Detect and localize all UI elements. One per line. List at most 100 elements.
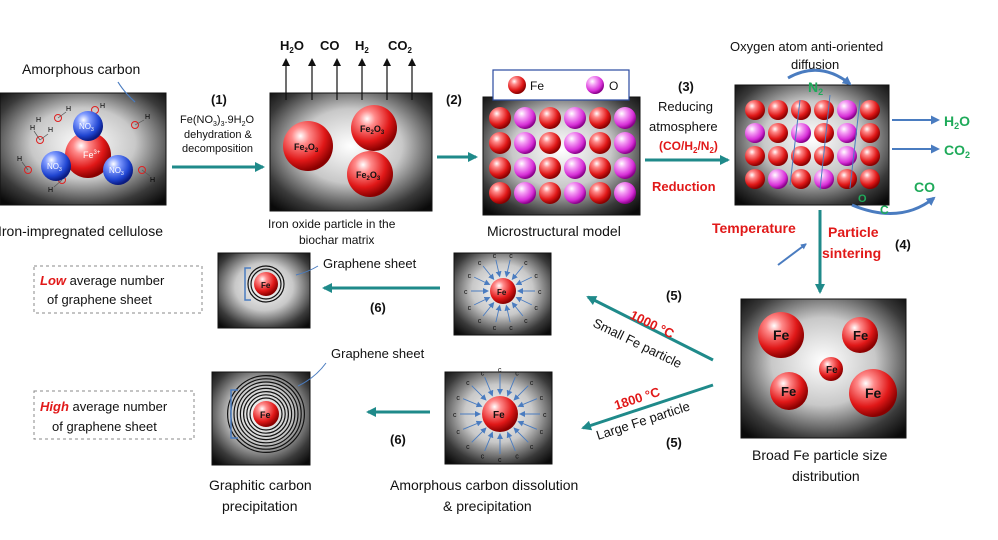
step3-number: (3) bbox=[678, 79, 694, 94]
svg-text:H: H bbox=[100, 103, 105, 110]
carbon-atom-label: c bbox=[468, 305, 472, 312]
graphene-pointer-high bbox=[297, 362, 327, 387]
carbon-atom-label: c bbox=[466, 444, 470, 451]
amorphous-carbon-pointer bbox=[117, 81, 136, 103]
carbon-diffusion-arrow bbox=[515, 276, 533, 286]
svg-text:Fe: Fe bbox=[261, 281, 271, 290]
svg-text:Fe: Fe bbox=[781, 384, 796, 399]
fe-atom bbox=[489, 107, 511, 129]
carbon-diffusion-arrow bbox=[473, 276, 491, 286]
carbon-atom-label: c bbox=[524, 318, 528, 325]
step5-top-arrow bbox=[586, 295, 714, 362]
svg-text:Fe: Fe bbox=[826, 365, 838, 376]
broad-caption-1: Broad Fe particle size bbox=[752, 447, 888, 463]
carbon-diffusion-arrow bbox=[517, 420, 538, 430]
o-atom bbox=[614, 182, 636, 204]
graphene-sheet-ring bbox=[236, 384, 296, 444]
svg-text:Fe2O3: Fe2O3 bbox=[294, 142, 319, 154]
svg-text:H: H bbox=[66, 106, 71, 113]
reduction-label: Reduction bbox=[652, 179, 716, 194]
gas-h2o: H2O bbox=[280, 38, 304, 55]
fe-atom bbox=[539, 107, 561, 129]
n2-flow-arrow bbox=[787, 68, 852, 86]
fe-atom bbox=[745, 100, 765, 120]
carbon-diffusion-arrow bbox=[504, 304, 511, 323]
bracket-low bbox=[244, 267, 251, 301]
fe-atom bbox=[589, 182, 611, 204]
step5-bottom-arrow bbox=[581, 383, 714, 431]
svg-text:H: H bbox=[30, 125, 35, 132]
fe-atom bbox=[589, 132, 611, 154]
o-atom bbox=[814, 169, 834, 189]
graphene-sheet-top-label: Graphene sheet bbox=[323, 256, 417, 271]
carbon-diffusion-arrow bbox=[511, 265, 524, 281]
carbon-diffusion-arrow bbox=[471, 427, 487, 443]
carbon-atom-label: c bbox=[498, 457, 502, 464]
fe-atom bbox=[768, 146, 788, 166]
carbon-atom-label: c bbox=[481, 370, 485, 377]
svg-text:Fe2O3: Fe2O3 bbox=[356, 170, 381, 182]
carbon-diffusion-arrow bbox=[517, 398, 538, 408]
svg-text:H: H bbox=[48, 127, 53, 134]
o-atom bbox=[564, 182, 586, 204]
micro-caption: Microstructural model bbox=[487, 223, 621, 239]
carbon-diffusion-arrow bbox=[484, 431, 494, 452]
gas-co2: CO2 bbox=[388, 38, 413, 55]
svg-text:NO3: NO3 bbox=[109, 166, 124, 177]
fe-atom bbox=[860, 123, 880, 143]
out-co: CO bbox=[914, 179, 935, 195]
o-atom bbox=[614, 132, 636, 154]
carbon-atom-label: c bbox=[493, 325, 497, 332]
carbon-diffusion-arrow bbox=[495, 304, 502, 323]
graphene-sheet-ring bbox=[233, 381, 299, 447]
gas-release-arrows bbox=[282, 58, 416, 100]
broad-fe-particles bbox=[758, 312, 897, 417]
fe-atom bbox=[489, 157, 511, 179]
carbon-diffusion-arrow bbox=[482, 301, 495, 317]
svg-text:Fe: Fe bbox=[865, 385, 882, 401]
svg-text:NO3: NO3 bbox=[47, 162, 62, 173]
o-atom bbox=[745, 123, 765, 143]
gas-h2: H2 bbox=[355, 38, 369, 55]
gas-co: CO bbox=[320, 38, 340, 53]
legend-fe-dot bbox=[508, 76, 526, 94]
fe-atom bbox=[791, 100, 811, 120]
o-atom bbox=[837, 146, 857, 166]
carbon-atom-label: c bbox=[464, 289, 468, 296]
carbon-atom-label: c bbox=[515, 454, 519, 461]
small-fe-particle bbox=[490, 278, 516, 304]
carbon-atom-label: c bbox=[515, 370, 519, 377]
fe-atom bbox=[768, 100, 788, 120]
carbon-diffusion-arrow bbox=[513, 385, 529, 401]
carbon-atom-label: c bbox=[481, 454, 485, 461]
nitrate-ion-left bbox=[41, 151, 71, 181]
carbon-atom-label: c bbox=[543, 412, 547, 419]
fe-atom bbox=[791, 146, 811, 166]
legend-o-label: O bbox=[609, 79, 618, 93]
svg-text:H: H bbox=[150, 177, 155, 184]
carbon-diffusion-arrow bbox=[513, 427, 529, 443]
fe-atom bbox=[489, 132, 511, 154]
diffusion-lines bbox=[789, 94, 861, 191]
fe-atom bbox=[745, 146, 765, 166]
dissolution-caption-2: & precipitation bbox=[443, 498, 532, 514]
carbon-atom-label: c bbox=[456, 429, 460, 436]
carbon-atom-label: c bbox=[509, 253, 513, 260]
graphene-sheet-ring bbox=[227, 375, 306, 454]
nitrate-ion-top bbox=[73, 111, 103, 141]
carbon-diffusion-arrow bbox=[506, 431, 516, 452]
high-note-box bbox=[33, 390, 195, 440]
o-atom bbox=[768, 169, 788, 189]
legend-fe-label: Fe bbox=[530, 79, 544, 93]
svg-text:Fe: Fe bbox=[497, 288, 507, 297]
step6-bottom-number: (6) bbox=[390, 432, 406, 447]
fe-atom bbox=[791, 169, 811, 189]
fe2o3-particle-1 bbox=[283, 121, 333, 171]
fe-atom bbox=[745, 169, 765, 189]
carbon-diffusion-arrow bbox=[462, 398, 483, 408]
carbon-atom-label: c bbox=[534, 273, 538, 280]
oxygen-diffusion-line2: diffusion bbox=[791, 57, 839, 72]
carbon-atom-label: c bbox=[453, 412, 457, 419]
carbon-atom-label: c bbox=[468, 273, 472, 280]
carbon-diffusion-arrow bbox=[495, 259, 502, 278]
